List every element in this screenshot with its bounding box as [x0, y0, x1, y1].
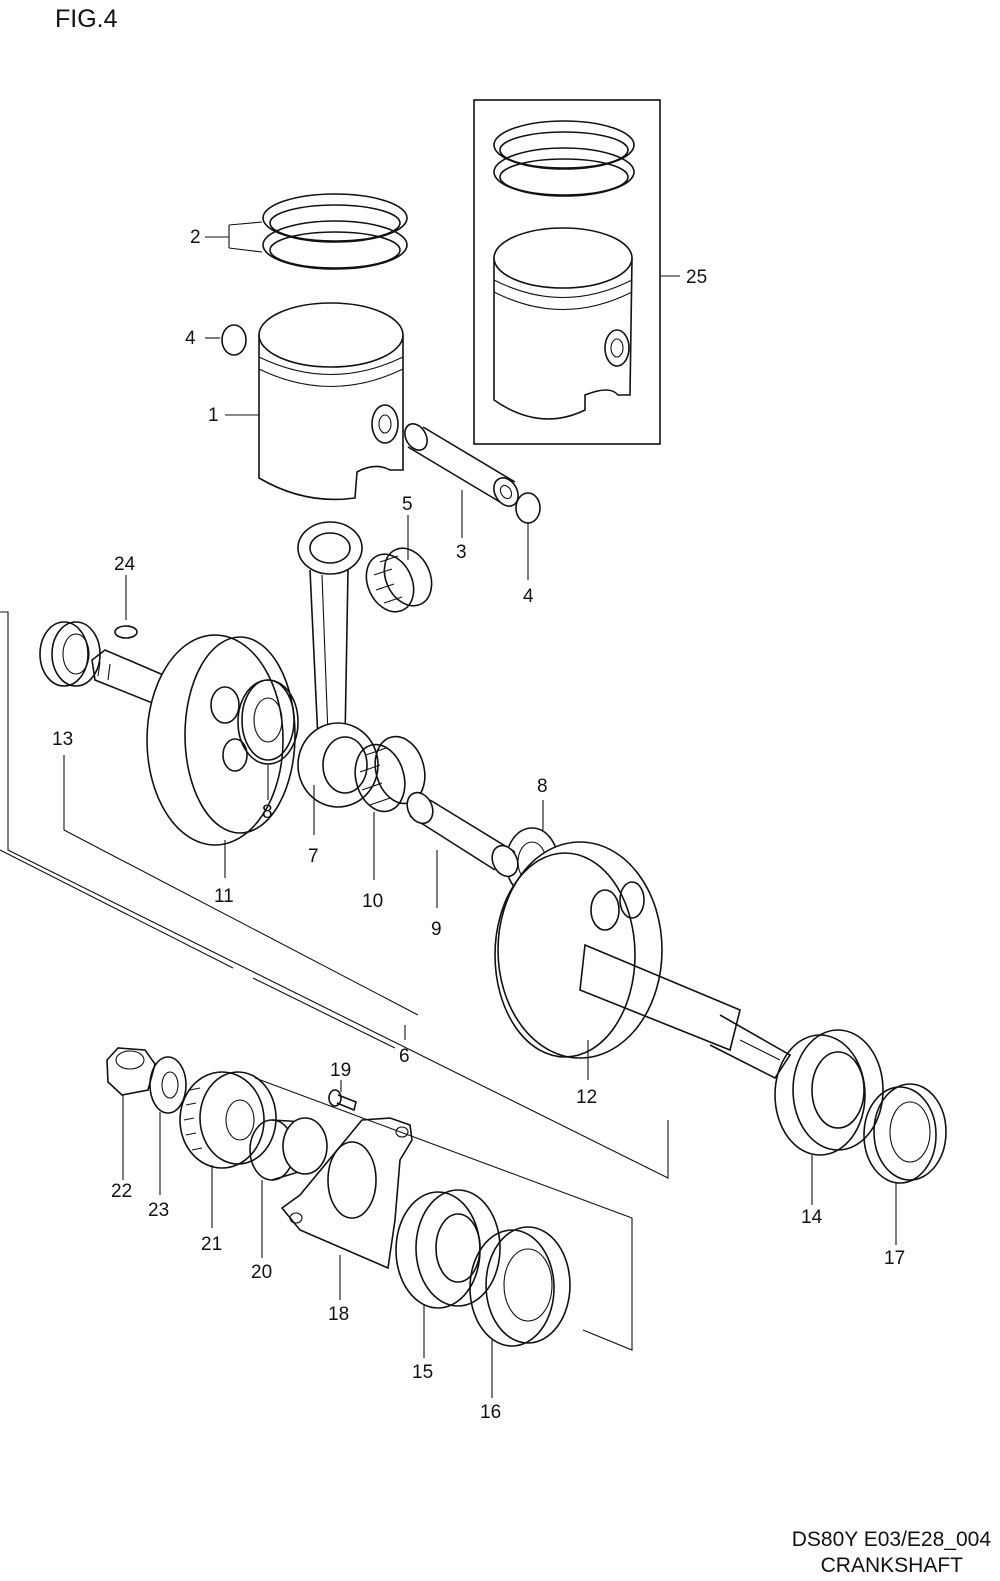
- part-4-circlip-left: [221, 324, 247, 356]
- part-2-piston-rings: [262, 193, 408, 270]
- callout-13: 13: [52, 729, 73, 750]
- part-25-rings: [493, 120, 635, 197]
- callout-8-left: 8: [262, 802, 273, 823]
- piston-set-box: [473, 99, 661, 445]
- callout-11: 11: [214, 886, 234, 907]
- callout-5: 5: [402, 494, 413, 515]
- callout-1: 1: [208, 405, 219, 426]
- model-code: DS80Y E03/E28_004: [792, 1528, 992, 1551]
- callout-4-left: 4: [185, 328, 196, 349]
- part-6-assembly-outline: [0, 611, 669, 1179]
- part-21-gear: [179, 1071, 277, 1169]
- part-17-oil-seal: [863, 1083, 947, 1184]
- part-24-key: [114, 625, 138, 639]
- part-3-piston-pin: [404, 423, 519, 507]
- callout-3: 3: [456, 542, 467, 563]
- callout-16: 16: [480, 1402, 501, 1423]
- callout-6: 6: [399, 1046, 410, 1067]
- section-title: CRANKSHAFT: [821, 1554, 964, 1577]
- callout-14: 14: [801, 1207, 823, 1228]
- callout-17: 17: [884, 1248, 905, 1269]
- part-9-crank-pin: [406, 791, 519, 878]
- callout-18: 18: [328, 1304, 349, 1325]
- callout-22: 22: [111, 1181, 132, 1202]
- part-18-plate: [280, 1117, 413, 1270]
- callout-15: 15: [412, 1362, 433, 1383]
- figure-label: FIG.4: [55, 5, 118, 33]
- part-15-bearing: [395, 1189, 501, 1309]
- callout-23: 23: [148, 1200, 169, 1221]
- part-14-bearing: [774, 1029, 884, 1156]
- part-8-washer-left: [237, 679, 299, 765]
- leader-lines: [63, 221, 897, 1398]
- callout-20: 20: [251, 1262, 272, 1283]
- callout-2: 2: [190, 227, 201, 248]
- callout-25: 25: [686, 267, 707, 288]
- part-19-screw: [328, 1089, 357, 1112]
- part-22-nut: [106, 1047, 156, 1096]
- part-12-crank-right: [494, 841, 792, 1080]
- part-5-needle-bearing: [365, 547, 433, 613]
- callout-21: 21: [201, 1234, 222, 1255]
- callout-7: 7: [308, 846, 319, 867]
- callout-24: 24: [114, 554, 136, 575]
- part-13-oil-seal: [39, 621, 101, 687]
- part-25-piston: [493, 227, 633, 420]
- part-1-piston: [258, 302, 404, 501]
- part-23-washer: [149, 1056, 187, 1114]
- part-20-spacer: [249, 1117, 328, 1181]
- part-7-connecting-rod: [297, 521, 379, 808]
- callout-8-right: 8: [537, 776, 548, 797]
- callout-19: 19: [330, 1060, 351, 1081]
- callout-10: 10: [362, 891, 383, 912]
- part-4-circlip-right: [515, 492, 541, 524]
- callout-9: 9: [431, 919, 442, 940]
- callout-4-right: 4: [523, 586, 534, 607]
- part-16-oil-seal: [469, 1226, 571, 1347]
- callout-12: 12: [576, 1087, 597, 1108]
- part-11-crank-left: [91, 634, 296, 846]
- lower-assembly-outline: [254, 1077, 633, 1351]
